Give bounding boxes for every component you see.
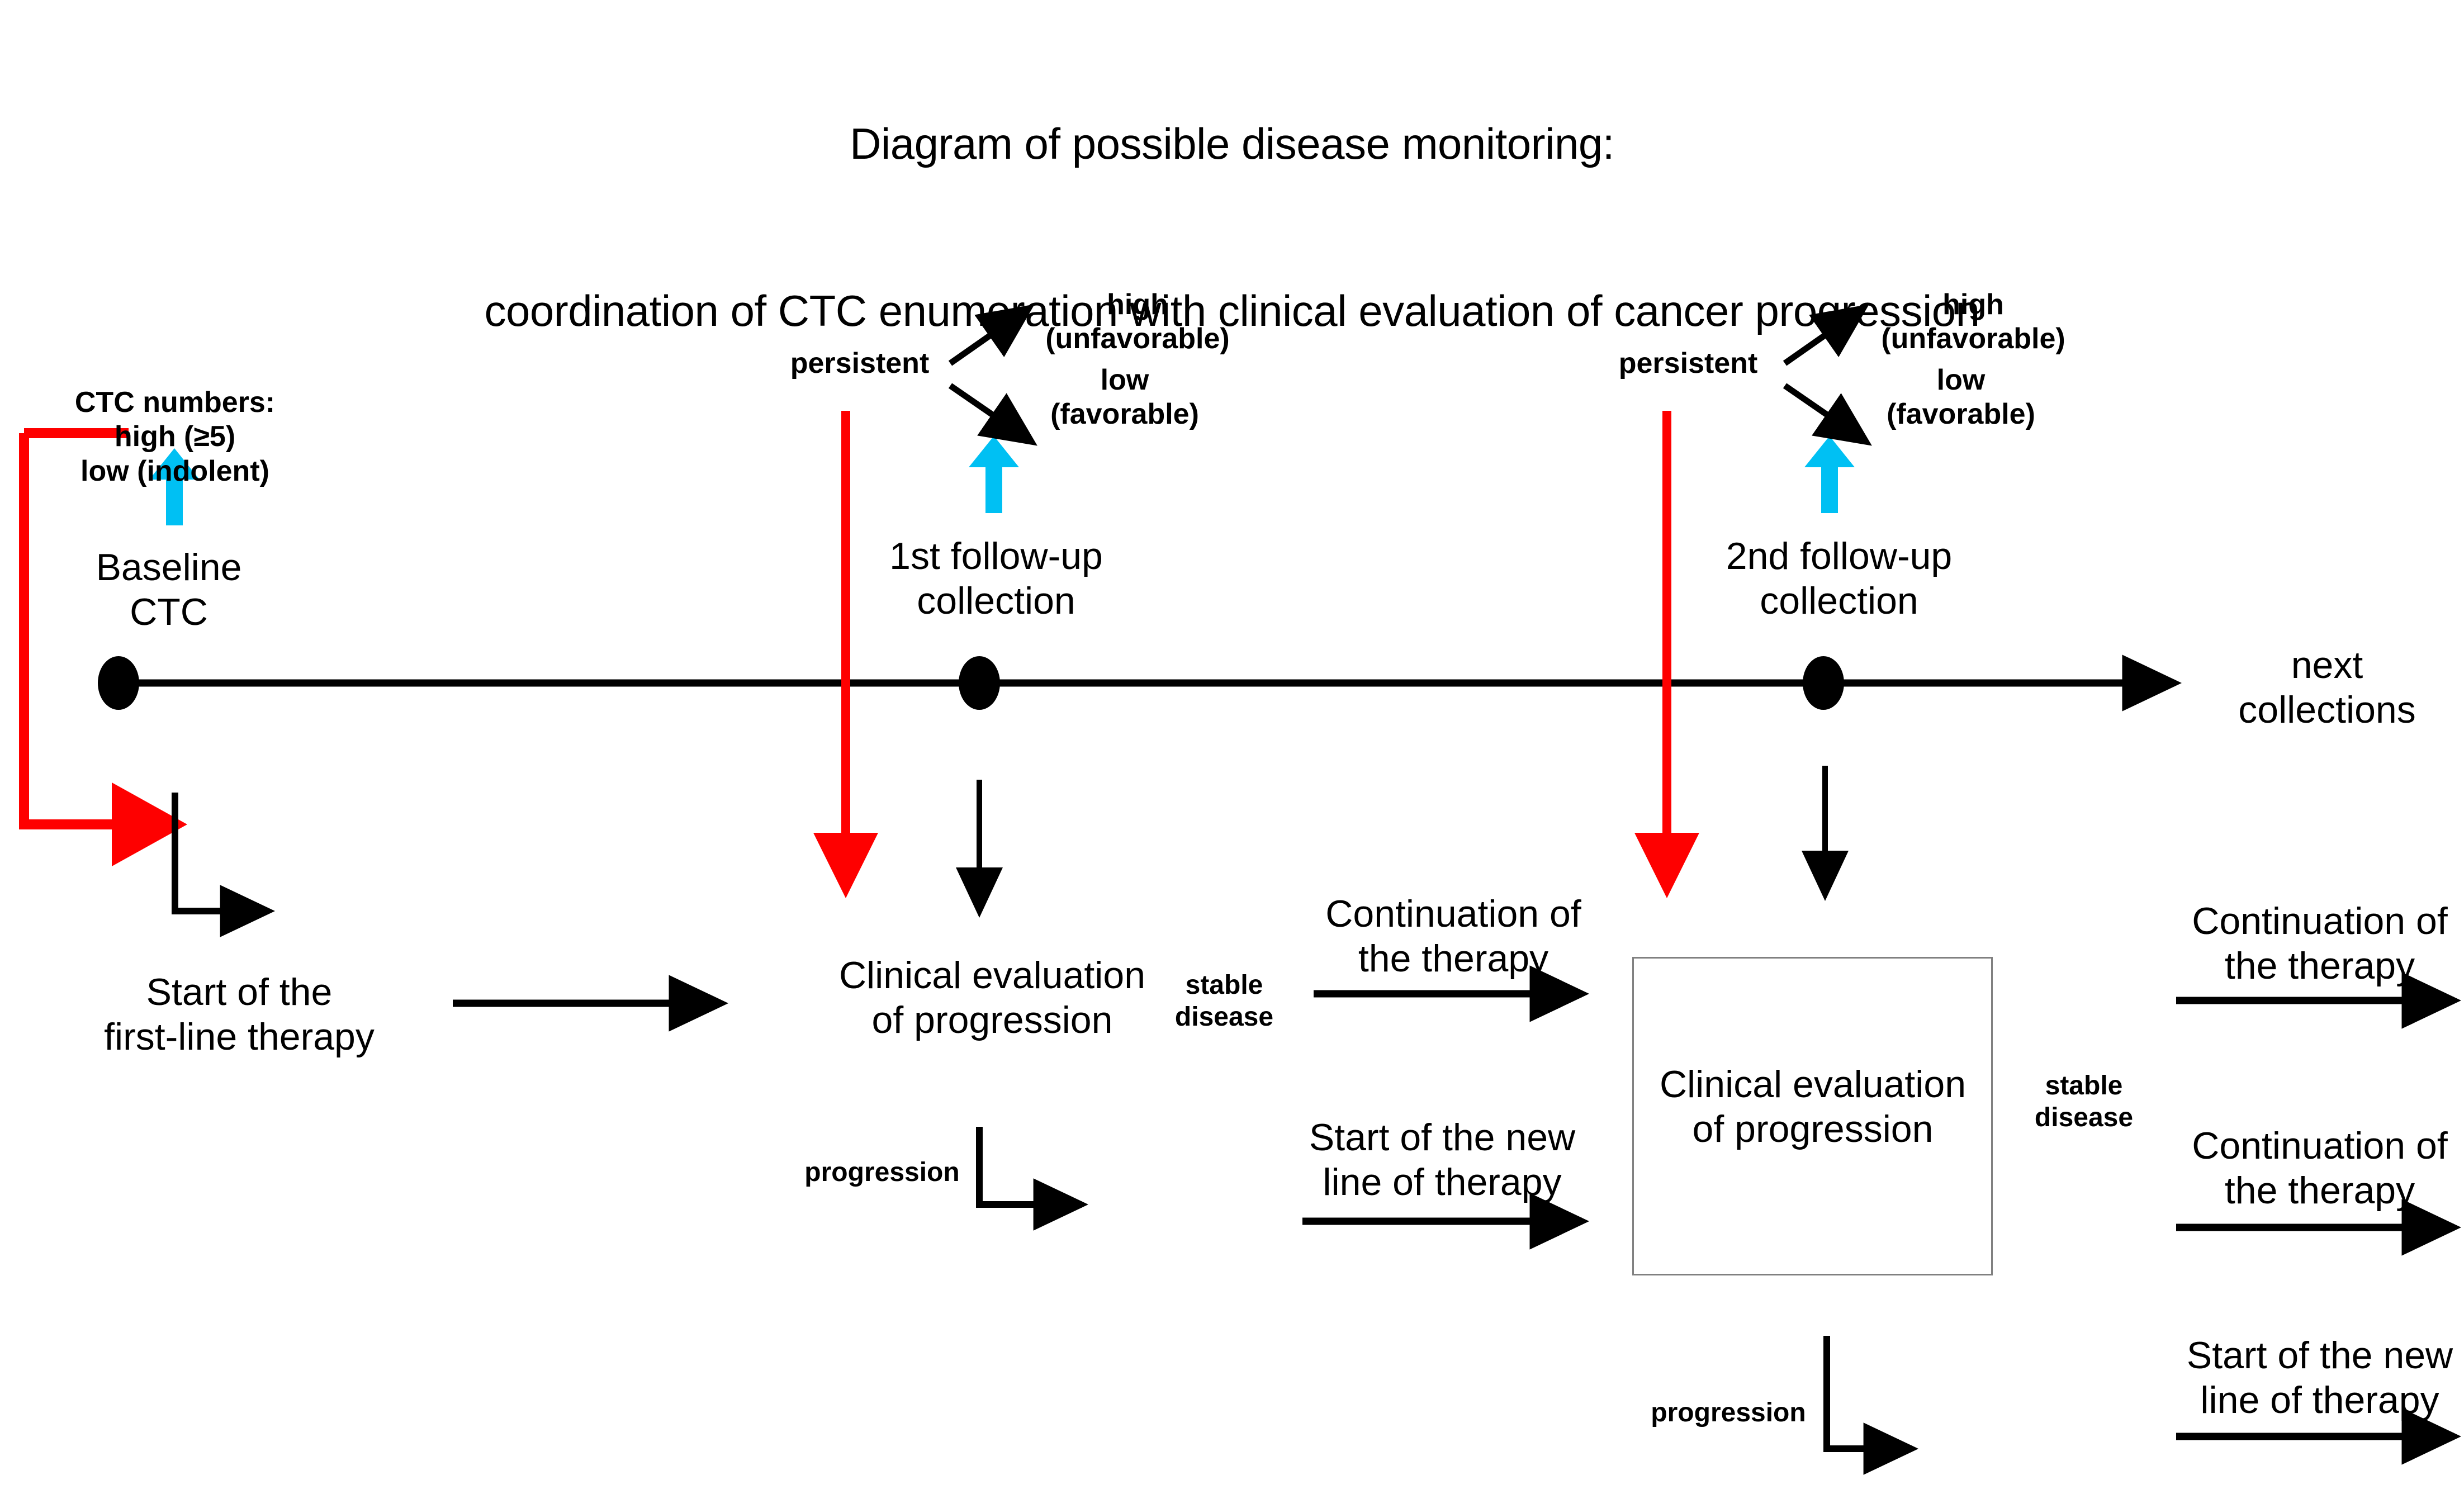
- ctc-branch-2-low: low (favorable): [1887, 364, 2035, 431]
- continuation-therapy-2-label: Continuation of the therapy: [2192, 900, 2448, 988]
- stable-disease-1-label: stable disease: [1174, 970, 1274, 1032]
- elbow-progression-1: [976, 1127, 1089, 1231]
- red-persistent-arrow-2: [1634, 411, 1699, 898]
- page-title: Diagram of possible disease monitoring: …: [421, 4, 2043, 451]
- continuation-therapy-3-label: Continuation of the therapy: [2192, 1125, 2448, 1212]
- timeline-node-label-baseline: Baseline CTC: [96, 546, 242, 634]
- start-first-line-therapy-label: Start of the first-line therapy: [104, 971, 375, 1059]
- clinical-evaluation-1-label: Clinical evaluation of progression: [838, 954, 1146, 1042]
- elbow-progression-2: [1823, 1336, 1919, 1475]
- next-collections-label: next collections: [2238, 644, 2416, 732]
- ctc-branch-1-low: low (favorable): [1050, 364, 1199, 431]
- progression-1-label: progression: [804, 1158, 960, 1187]
- clinical-evaluation-2-label: Clinical evaluation of progression: [1659, 1063, 1967, 1151]
- page-title-line-1: Diagram of possible disease monitoring:: [850, 118, 1614, 168]
- ctc-branch-2-persistent: persistent: [1618, 347, 1758, 380]
- ctc-branch-1-high: high (unfavorable): [1045, 288, 1230, 355]
- cyan-arrow-baseline: [149, 448, 200, 525]
- stable-disease-2-label: stable disease: [2034, 1071, 2134, 1132]
- start-new-line-therapy-2-label: Start of the new line of therapy: [2186, 1334, 2453, 1422]
- main-timeline: [98, 654, 2182, 712]
- cyan-collection-arrows: [149, 436, 1855, 525]
- timeline-node-baseline: [98, 656, 139, 710]
- red-arrowhead-left: [112, 782, 187, 866]
- timeline-node-followup1: [959, 656, 1000, 710]
- timeline-node-label-followup2: 2nd follow-up collection: [1726, 535, 1953, 623]
- ctc-branch-1-persistent: persistent: [790, 347, 930, 380]
- ctc-branch-arrows-2: [1783, 304, 1872, 446]
- timeline-node-followup2: [1803, 656, 1844, 710]
- ctc-branch-2-high: high (unfavorable): [1881, 288, 2065, 355]
- page-title-line-2: coordination of CTC enumeration with cli…: [484, 286, 1980, 336]
- continuation-therapy-1-label: Continuation of the therapy: [1325, 893, 1581, 980]
- elbow-start-first-line-therapy: [172, 793, 276, 937]
- start-new-line-therapy-1-label: Start of the new line of therapy: [1309, 1116, 1576, 1204]
- red-persistent-arrow-1: [813, 411, 878, 898]
- timeline-node-label-followup1: 1st follow-up collection: [889, 535, 1103, 623]
- timeline-down-arrows: [956, 766, 1849, 918]
- progression-2-label: progression: [1651, 1398, 1806, 1427]
- ctc-branch-arrows-1: [948, 304, 1037, 446]
- red-baseline-loop: [19, 428, 187, 866]
- ctc-numbers-label: CTC numbers: high (≥5) low (indolent): [74, 386, 276, 487]
- cyan-arrow-followup2: [1804, 436, 1855, 513]
- clinical-evaluation-2-box: [1632, 957, 1993, 1275]
- cyan-arrow-followup1: [969, 436, 1019, 513]
